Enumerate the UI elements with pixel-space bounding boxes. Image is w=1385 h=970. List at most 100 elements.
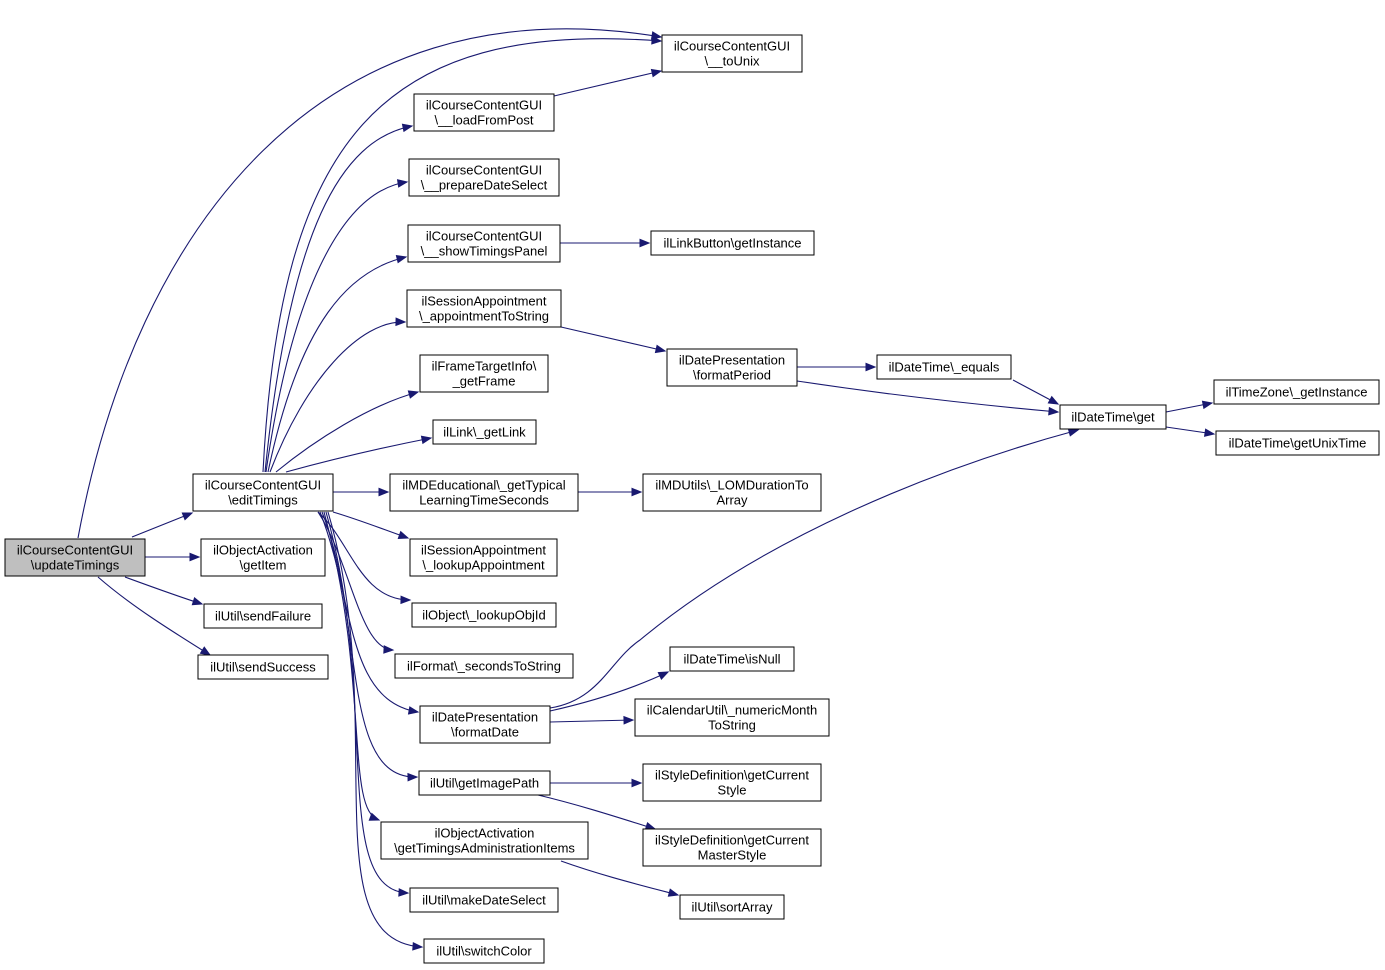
edge-updateTimings-to-toUnix [77, 28, 663, 539]
edge-editTimings-to-lookupAppointment [332, 511, 410, 539]
edge-editTimings-to-toUnix [262, 35, 663, 473]
node-formatDate[interactable]: ilDatePresentation\formatDate [419, 705, 551, 744]
node-formatPeriod[interactable]: ilDatePresentation\formatPeriod [666, 348, 798, 387]
node-box [418, 770, 551, 796]
arrowhead-dtGet-to-tzGetInstance [1201, 400, 1214, 410]
node-getImagePath[interactable]: ilUtil\getImagePath [418, 770, 551, 796]
node-label: ilUtil\switchColor [436, 944, 532, 959]
arrowhead-appointmentToString-to-formatPeriod [654, 344, 667, 354]
node-linkGetInstance[interactable]: ilLinkButton\getInstance [650, 230, 815, 256]
node-sortArray[interactable]: ilUtil\sortArray [679, 894, 785, 920]
node-label: \__loadFromPost [435, 113, 534, 128]
node-label: ilFrameTargetInfo\ [432, 359, 537, 374]
node-box [380, 821, 589, 860]
arrowhead-showTimingsPanel-to-linkGetInstance [639, 238, 651, 248]
edge-loadFromPost-to-toUnix [553, 68, 663, 97]
arrowhead-editTimings-to-secondsToString [383, 645, 395, 654]
edge-editTimings-to-getLink [285, 435, 433, 473]
arrowhead-dtEquals-to-dtGet [1047, 395, 1060, 405]
node-box [650, 230, 815, 256]
node-box [642, 828, 822, 867]
edge-updateTimings-to-editTimings [131, 512, 194, 538]
node-sendFailure[interactable]: ilUtil\sendFailure [203, 603, 323, 629]
node-sendSuccess[interactable]: ilUtil\sendSuccess [197, 654, 329, 680]
edge-updateTimings-to-sendFailure [124, 576, 204, 606]
node-getTimingsAdmin[interactable]: ilObjectActivation\getTimingsAdministrat… [380, 821, 589, 860]
node-isNull[interactable]: ilDateTime\isNull [669, 646, 795, 672]
edge-formatDate-to-numericMonth [549, 715, 635, 725]
edge-formatDate-to-isNull [549, 671, 670, 712]
arrowhead-editTimings-to-showTimingsPanel [395, 255, 408, 264]
node-getLink[interactable]: ilLink\_getLink [432, 419, 537, 445]
node-label: ilObjectActivation [435, 826, 535, 841]
node-secondsToString[interactable]: ilFormat\_secondsToString [394, 653, 574, 679]
arrowhead-editTimings-to-getTypical [378, 487, 390, 497]
node-appointmentToString[interactable]: ilSessionAppointment\_appointmentToStrin… [406, 289, 562, 328]
node-label: ilLink\_getLink [443, 425, 526, 440]
node-toUnix[interactable]: ilCourseContentGUI\__toUnix [661, 34, 803, 73]
edge-editTimings-to-appointmentToString [269, 317, 407, 473]
node-label: ilCourseContentGUI [426, 98, 542, 113]
node-box [679, 894, 785, 920]
node-box [389, 473, 579, 512]
node-lookupObjId[interactable]: ilObject\_lookupObjId [411, 602, 557, 628]
edge-editTimings-to-formatDate [319, 511, 420, 715]
node-dtEquals[interactable]: ilDateTime\_equals [876, 354, 1012, 380]
edge-dtGet-to-tzGetInstance [1165, 400, 1214, 413]
node-label: ilUtil\makeDateSelect [422, 893, 546, 908]
arrowhead-formatPeriod-to-dtEquals [865, 362, 877, 372]
node-tzGetInstance[interactable]: ilTimeZone\_getInstance [1213, 379, 1380, 405]
node-label: Array [716, 493, 748, 508]
arrowhead-editTimings-to-getTimingsAdmin [368, 812, 381, 821]
node-label: LearningTimeSeconds [419, 493, 549, 508]
node-getTypical[interactable]: ilMDEducational\_getTypicalLearningTimeS… [389, 473, 579, 512]
arrowhead-getImagePath-to-getCurrentStyle [631, 778, 643, 788]
node-label: ilSessionAppointment [421, 543, 546, 558]
node-label: \editTimings [228, 493, 298, 508]
node-lookupAppointment[interactable]: ilSessionAppointment\_lookupAppointment [409, 538, 558, 577]
node-label: \formatDate [451, 725, 519, 740]
arrowhead-editTimings-to-getLink [420, 435, 433, 445]
edge-dtGet-to-getUnixTime [1165, 426, 1216, 437]
node-dtGet[interactable]: ilDateTime\get [1059, 404, 1167, 430]
node-label: \getTimingsAdministrationItems [394, 841, 575, 856]
node-label: ilMDEducational\_getTypical [402, 478, 565, 493]
node-box [1059, 404, 1167, 430]
node-editTimings[interactable]: ilCourseContentGUI\editTimings [192, 473, 334, 512]
node-getUnixTime[interactable]: ilDateTime\getUnixTime [1215, 430, 1380, 456]
node-switchColor[interactable]: ilUtil\switchColor [423, 938, 545, 964]
node-prepareDateSelect[interactable]: ilCourseContentGUI\__prepareDateSelect [408, 158, 560, 197]
arrowhead-editTimings-to-prepareDateSelect [396, 179, 409, 188]
node-getFrame[interactable]: ilFrameTargetInfo\_getFrame [419, 354, 549, 393]
node-label: \getItem [240, 558, 287, 573]
node-getItem[interactable]: ilObjectActivation\getItem [200, 538, 326, 577]
arrowhead-editTimings-to-switchColor [412, 941, 424, 951]
node-label: ilCourseContentGUI [426, 163, 542, 178]
node-box [413, 93, 555, 132]
node-label: ilSessionAppointment [421, 294, 546, 309]
node-showTimingsPanel[interactable]: ilCourseContentGUI\__showTimingsPanel [407, 224, 561, 263]
node-label: ilObjectActivation [213, 543, 313, 558]
node-makeDateSelect[interactable]: ilUtil\makeDateSelect [409, 887, 559, 913]
edge-getTimingsAdmin-to-sortArray [560, 860, 680, 897]
node-loadFromPost[interactable]: ilCourseContentGUI\__loadFromPost [413, 93, 555, 132]
node-label: \_lookupAppointment [422, 558, 545, 573]
node-updateTimings[interactable]: ilCourseContentGUI\updateTimings [4, 538, 146, 577]
arrowhead-editTimings-to-formatDate [407, 706, 420, 715]
edges-layer [77, 28, 1216, 951]
arrowhead-editTimings-to-toUnix [651, 35, 663, 45]
node-box [642, 763, 822, 802]
arrowhead-formatDate-to-isNull [657, 671, 670, 680]
edge-editTimings-to-getImagePath [321, 511, 419, 782]
node-label: ilDateTime\get [1071, 410, 1155, 425]
arrowhead-updateTimings-to-getItem [189, 552, 201, 562]
edge-editTimings-to-switchColor [327, 511, 424, 951]
node-label: Style [718, 783, 747, 798]
arrowhead-loadFromPost-to-toUnix [650, 68, 663, 78]
node-box [409, 887, 559, 913]
